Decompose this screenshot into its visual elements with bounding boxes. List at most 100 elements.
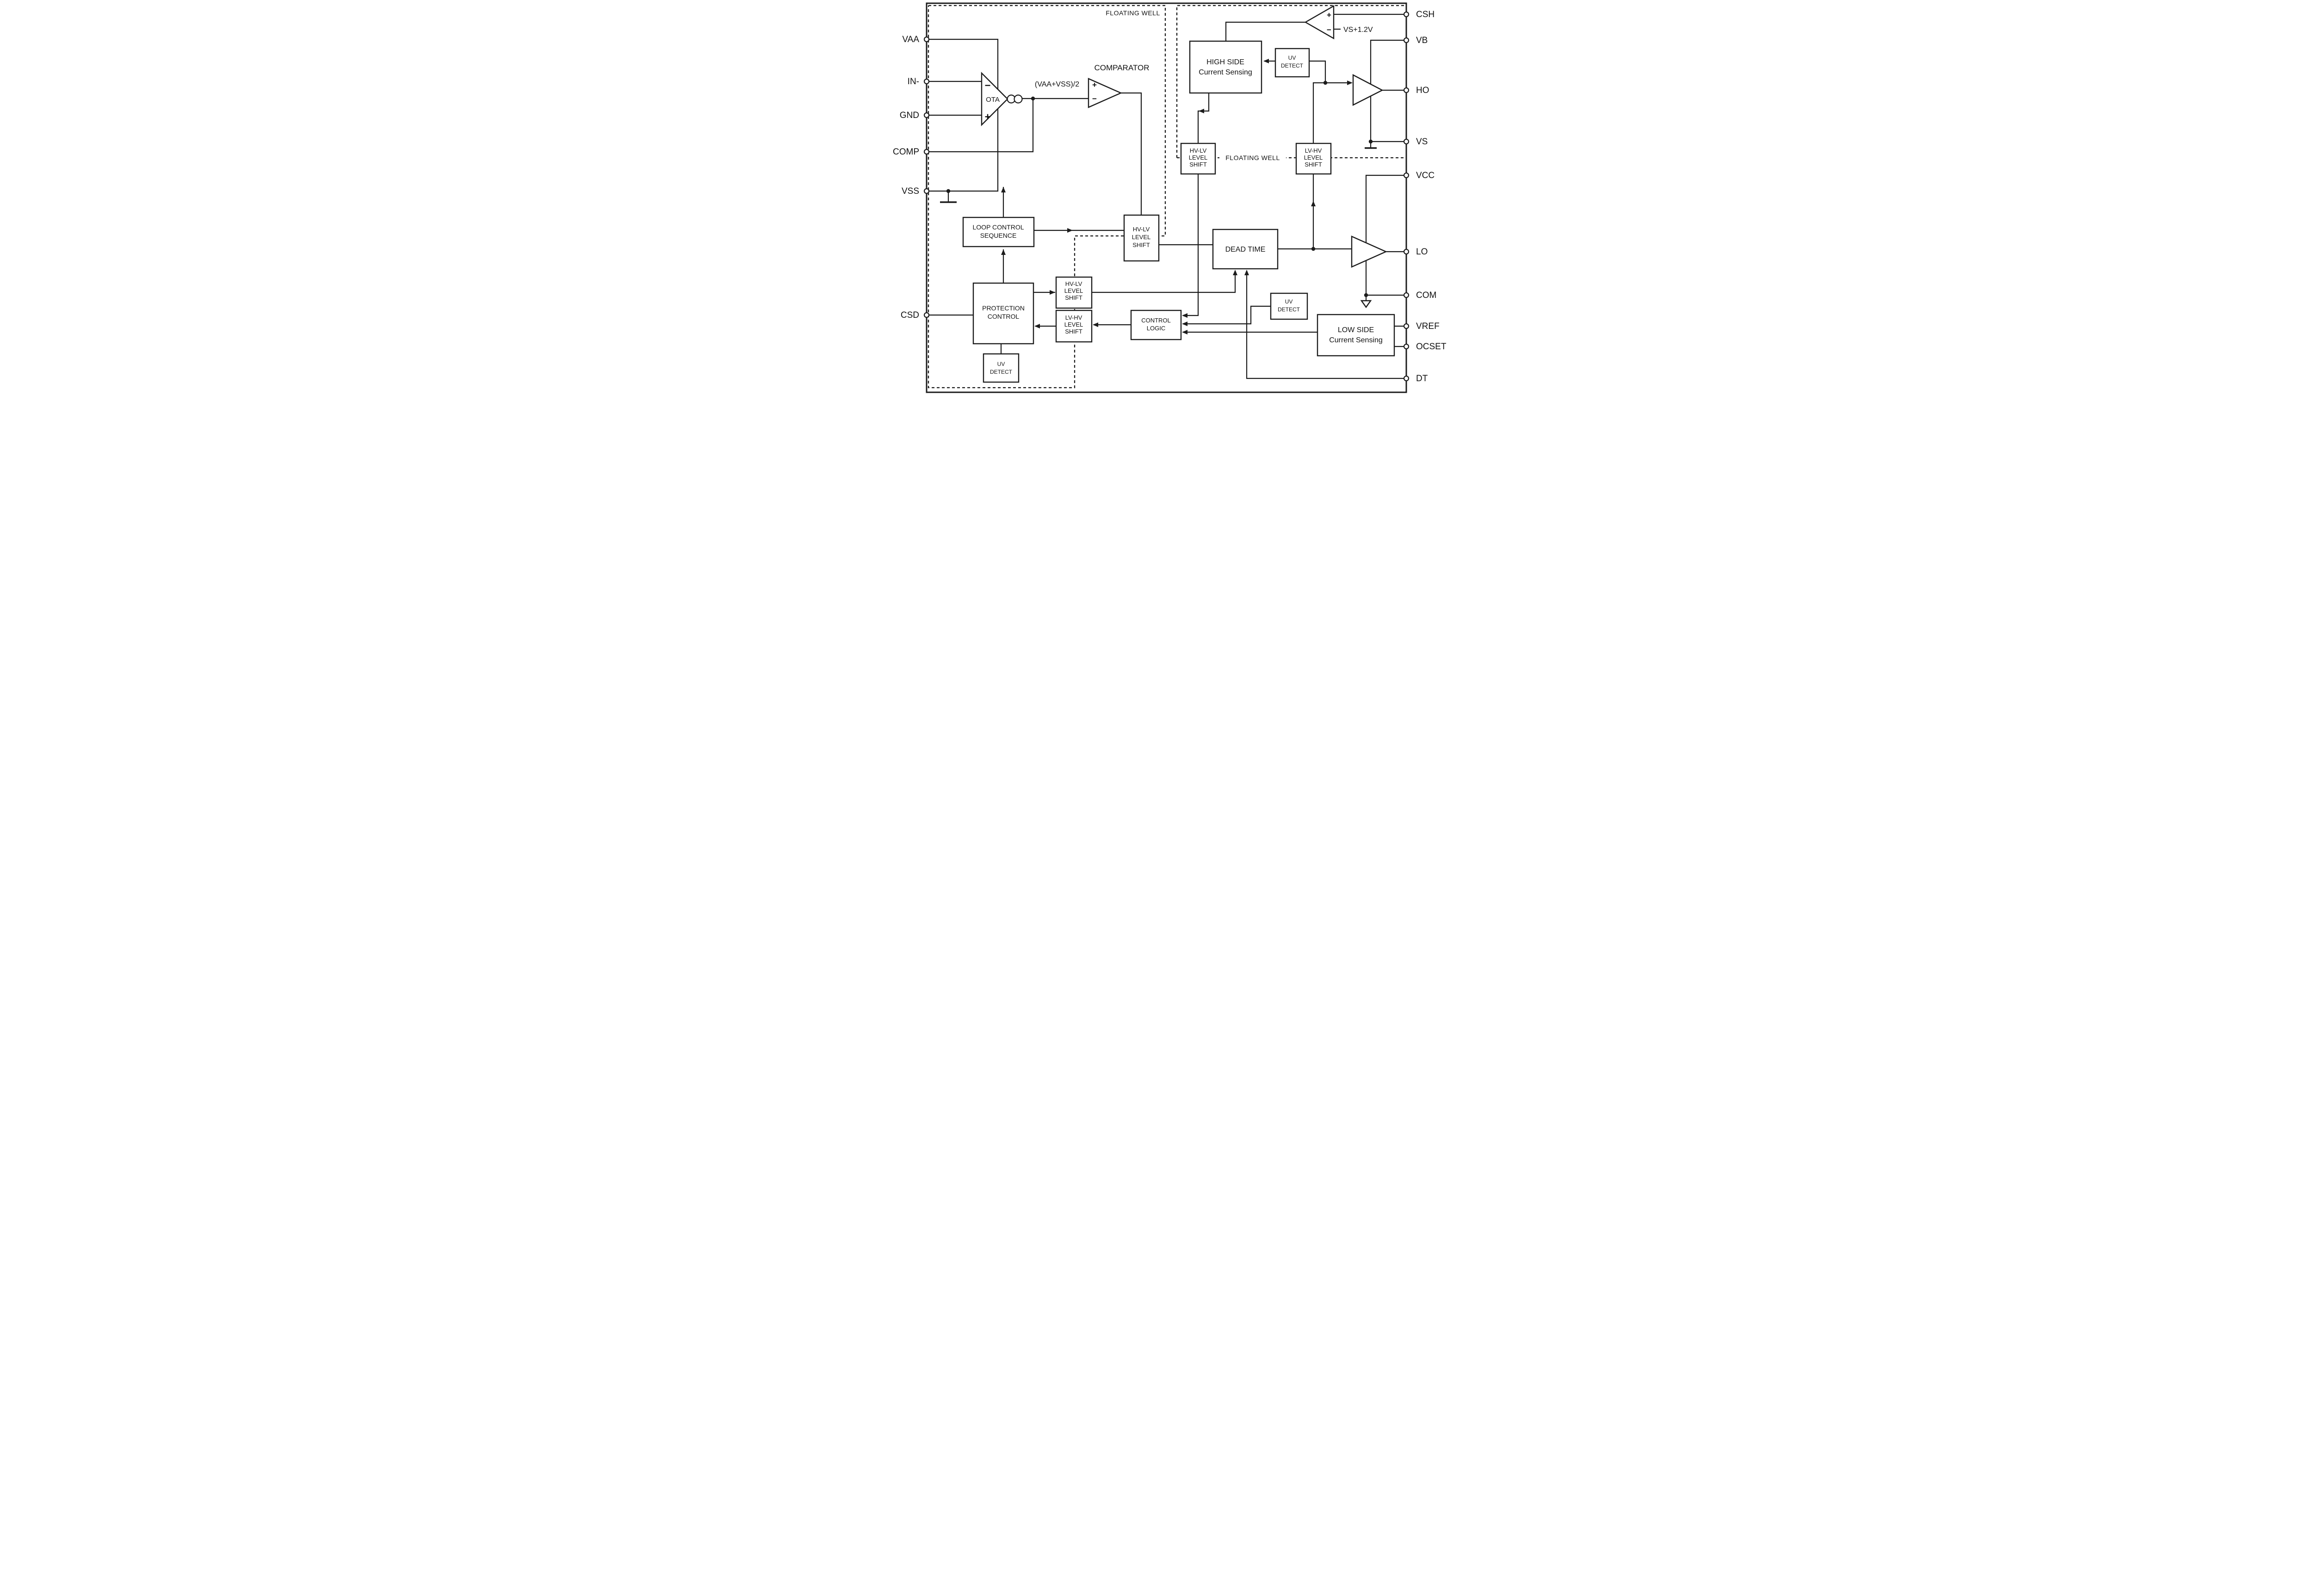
uv-detect-top-label-2: DETECT [1281,62,1304,69]
pin-vaa [923,36,930,43]
protection-label-2: CONTROL [988,313,1020,320]
pin-vcc [1403,172,1410,179]
wire-hvlv-to-deadtime [1092,271,1236,293]
comparator-label: COMPARATOR [1094,63,1149,72]
ota-plus-sign: + [985,111,991,123]
uv-detect-block-mid [1270,292,1308,320]
pin-label-lo: LO [1416,247,1428,257]
wire-lvhvtop-to-ho [1312,82,1348,143]
wire-dt [1246,271,1406,379]
pin-csh [1403,11,1410,18]
ic-outline [926,2,1407,393]
wire-highside-to-hvlvtop [1197,93,1210,143]
wire-vaa-vss [927,38,999,192]
high-side-sensing-block [1189,40,1262,94]
vaa-vss-ref-label: (VAA+VSS)/2 [1035,80,1079,88]
high-side-label-1: HIGH SIDE [1206,58,1244,66]
csh-comparator-triangle [1304,5,1335,40]
uv-detect-top-label-1: UV [1288,55,1296,61]
lv-hv-shift-block-lower [1055,309,1093,343]
hvlv-top-label-1: HV-LV [1190,147,1207,154]
comparator-plus-sign: + [1092,80,1097,89]
junction-dots [946,80,1373,297]
protection-label-1: PROTECTION [982,304,1025,312]
pin-vb [1403,37,1410,43]
vs-ref-label: VS+1.2V [1343,26,1373,34]
dead-time-block [1212,229,1279,270]
pin-label-vss: VSS [902,186,919,196]
hvlv-lower-label-1: HV-LV [1065,280,1082,287]
hv-lv-shift-block-lower [1055,276,1093,309]
lvhv-top-label-2: LEVEL [1304,154,1323,161]
uv-detect-block-bottom-left [983,353,1020,383]
floating-well-label-right: FLOATING WELL [1225,154,1280,161]
lvhv-lower-label-2: LEVEL [1064,321,1083,328]
pin-com [1403,292,1410,298]
ota-output-bubble-2 [1014,94,1023,104]
uv-detect-mid-label-2: DETECT [1278,306,1300,313]
pin-label-csd: CSD [901,310,919,320]
pin-ho [1403,87,1410,93]
wire-comp [927,99,1034,153]
ota-label: OTA [986,96,1000,104]
pin-label-vb: VB [1416,36,1428,45]
diagram-canvas: VAA IN- GND COMP VSS CSD CSH VB HO VS VC… [844,0,1469,399]
wire-uvmid-to-ctrl [1183,305,1271,325]
pin-label-vaa: VAA [902,35,919,44]
lv-hv-shift-block-top [1295,142,1332,175]
pin-label-ho: HO [1416,86,1429,95]
com-ground-icon [1360,300,1372,309]
control-logic-block [1130,309,1182,340]
low-side-label-2: Current Sensing [1329,336,1383,344]
control-logic-label-2: LOGIC [1147,325,1165,332]
pin-lo [1403,248,1410,255]
low-side-sensing-block [1317,314,1395,357]
hvlv-lower-label-3: SHIFT [1065,294,1082,301]
ota-triangle [981,72,1008,126]
dead-time-label: DEAD TIME [1225,246,1266,254]
floating-well-label-left: FLOATING WELL [1106,9,1160,17]
pin-label-gnd: GND [900,111,919,120]
csh-comparator-plus-sign: + [1327,11,1331,19]
uv-detect-block-top [1274,48,1310,78]
pin-label-com: COM [1416,291,1436,300]
ho-driver-triangle [1352,74,1384,106]
pin-label-vref: VREF [1416,322,1440,331]
uv-detect-bl-label-1: UV [997,361,1005,367]
wire-comparator-out [1121,92,1142,215]
hvlv-top-label-2: LEVEL [1189,154,1207,161]
hvlv-lower-label-2: LEVEL [1064,287,1083,294]
lvhv-top-label-1: LV-HV [1305,147,1322,154]
pin-vss [923,188,930,194]
hvlv-center-label-3: SHIFT [1132,241,1150,248]
floating-well-label-bg [1219,154,1286,162]
lo-driver-triangle [1351,235,1387,268]
low-side-label-1: LOW SIDE [1338,326,1374,334]
high-side-label-2: Current Sensing [1199,68,1252,76]
control-logic-label-1: CONTROL [1141,317,1171,324]
pin-label-ocset: OCSET [1416,342,1447,352]
hvlv-center-label-1: HV-LV [1133,226,1150,233]
pin-label-vcc: VCC [1416,171,1435,180]
csh-comparator-minus-sign: − [1327,25,1331,34]
pin-dt [1403,375,1410,382]
pin-terminals [923,11,1410,382]
pin-label-in-minus: IN- [908,77,919,87]
loop-control-label-2: SEQUENCE [980,232,1017,239]
pin-vref [1403,323,1410,329]
uv-detect-mid-label-1: UV [1285,298,1293,305]
loop-control-label-1: LOOP CONTROL [973,223,1024,231]
pin-in-minus [923,78,930,85]
comparator-minus-sign: − [1092,94,1097,103]
ota-minus-sign: − [985,80,991,91]
pin-csd [923,312,930,318]
pin-ocset [1403,343,1410,350]
pin-vs [1403,138,1410,145]
hvlv-top-label-3: SHIFT [1189,161,1207,168]
loop-control-block [962,217,1035,247]
hvlv-center-label-2: LEVEL [1132,234,1150,241]
uv-detect-bl-label-2: DETECT [990,369,1013,375]
comparator-triangle [1088,78,1122,108]
pin-gnd [923,112,930,118]
pin-label-dt: DT [1416,374,1428,384]
